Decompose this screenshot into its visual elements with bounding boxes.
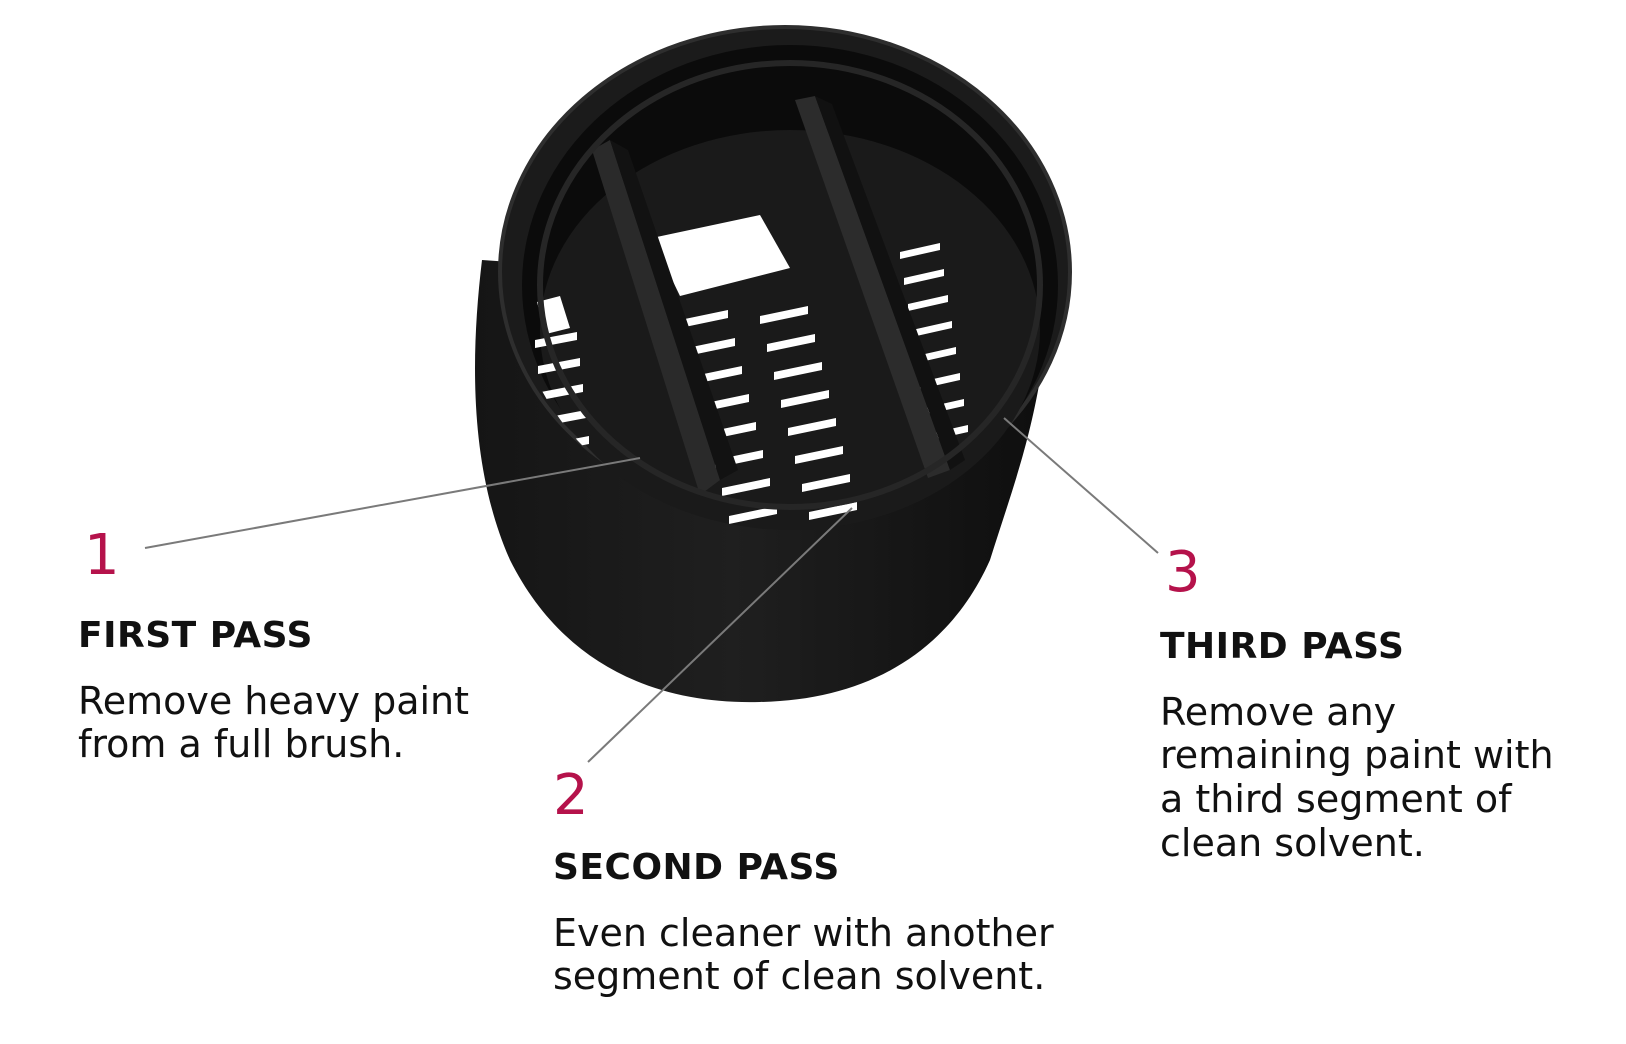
leader-line-1 — [144, 457, 641, 549]
center-slot — [729, 506, 777, 524]
center-slot — [809, 502, 857, 520]
callout-second-pass: 2 SECOND PASS Even cleaner with another … — [553, 768, 1153, 999]
center-window — [652, 215, 790, 296]
center-slot — [687, 338, 735, 356]
center-slot — [795, 446, 843, 464]
center-slot — [781, 390, 829, 408]
step-number: 3 — [1165, 540, 1201, 605]
cleaner-basket — [535, 60, 1043, 530]
center-slot — [722, 478, 770, 496]
step-title: THIRD PASS — [1160, 626, 1405, 667]
left-slot — [535, 332, 577, 348]
right-slot — [912, 321, 952, 337]
leader-line-3 — [1003, 417, 1159, 554]
center-slot — [802, 474, 850, 492]
right-slot — [900, 243, 940, 259]
center-slot — [774, 362, 822, 380]
leader-line-2 — [587, 507, 853, 763]
step-title: SECOND PASS — [553, 847, 840, 888]
center-slot — [788, 418, 836, 436]
center-slot — [760, 306, 808, 324]
step-description: Remove any remaining paint with a third … — [1160, 689, 1554, 865]
basket-slots — [535, 215, 968, 524]
step-number: 1 — [84, 523, 120, 588]
right-slot — [908, 295, 948, 311]
center-slot — [767, 334, 815, 352]
callout-first-pass: 1 FIRST PASS Remove heavy paint from a f… — [78, 528, 578, 767]
step-title: FIRST PASS — [78, 615, 313, 656]
step-description: Even cleaner with another segment of cle… — [553, 910, 1054, 999]
callout-third-pass: 3 THIRD PASS Remove any remaining paint … — [1160, 545, 1620, 865]
step-description: Remove heavy paint from a full brush. — [78, 678, 470, 767]
leader-lines — [144, 417, 1159, 763]
right-slot — [904, 269, 944, 285]
left-slot — [541, 384, 583, 400]
step-number: 2 — [553, 763, 589, 828]
center-slot — [680, 310, 728, 328]
